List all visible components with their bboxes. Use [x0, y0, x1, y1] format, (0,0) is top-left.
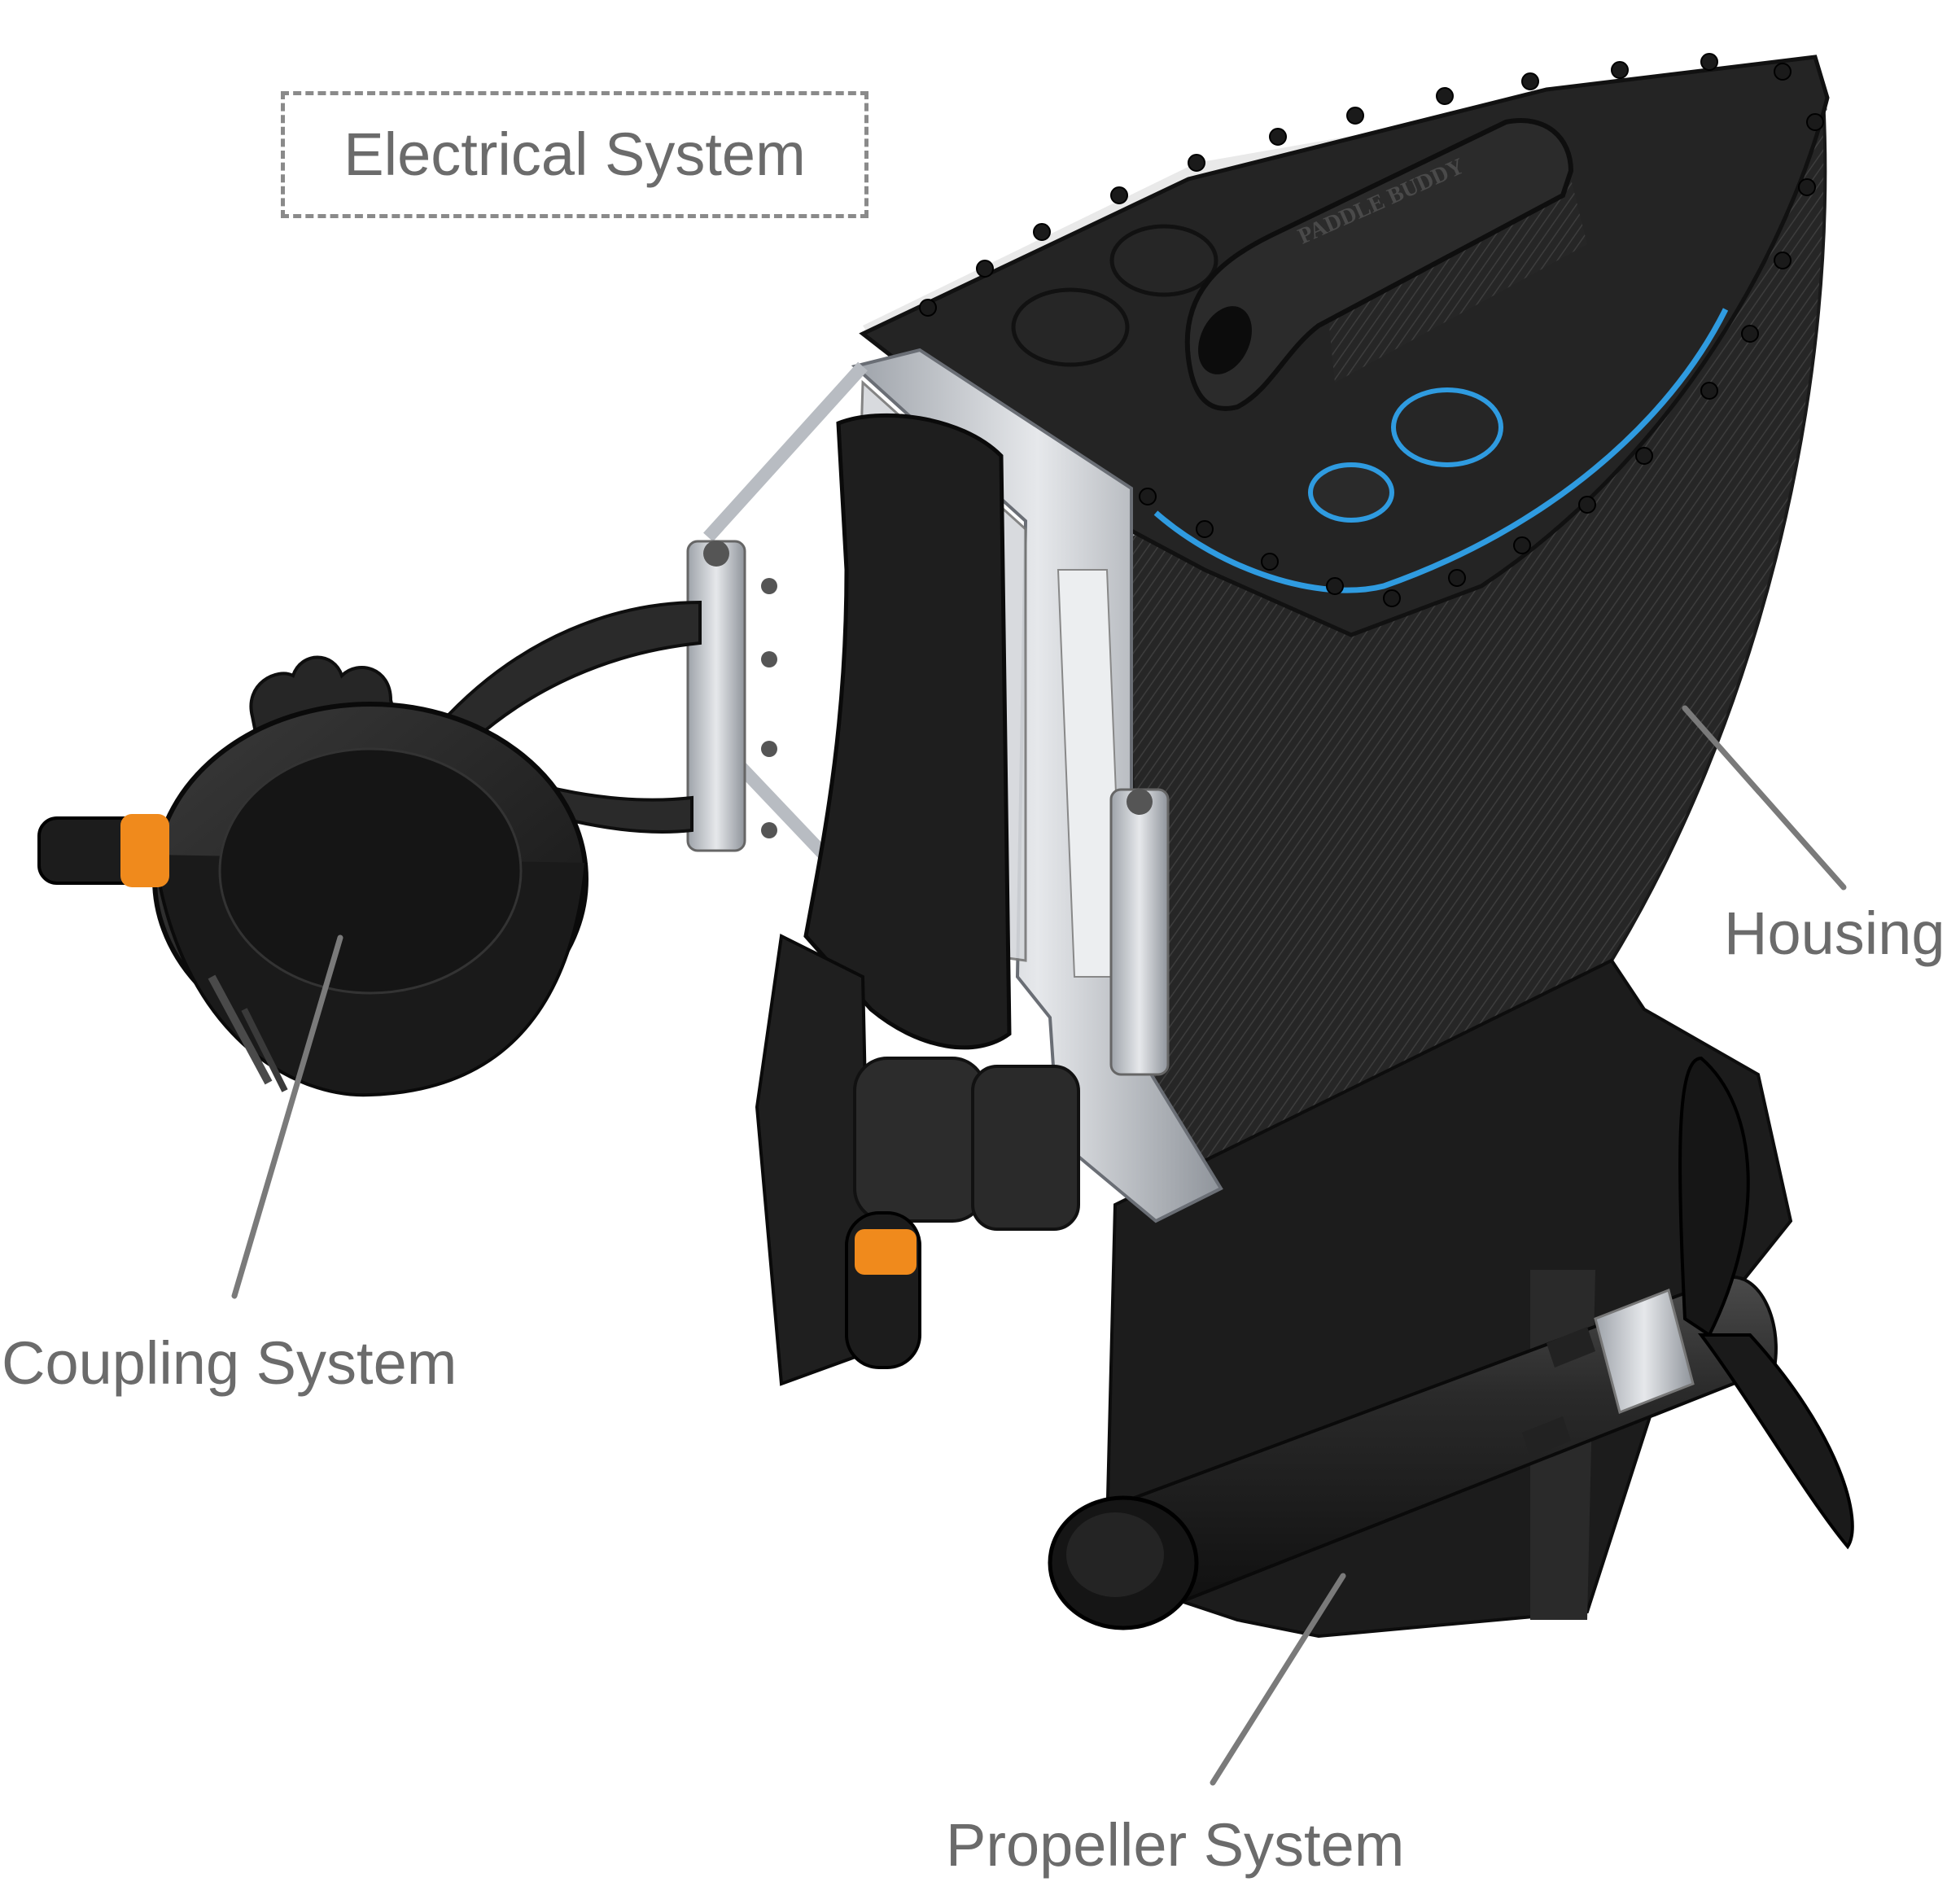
leader-lines: [231, 705, 1847, 1786]
blue-gasket: [1153, 308, 1729, 593]
coupling-leader-line: [231, 934, 343, 1299]
propeller-system: [1048, 1056, 1854, 1630]
lid-port: [1109, 224, 1218, 297]
propeller-blade: [1698, 1333, 1854, 1550]
housing-leader-line: [1682, 705, 1847, 891]
lid-bolts: [919, 53, 1824, 607]
lid-port: [1011, 287, 1130, 367]
lid-port: [1308, 462, 1394, 523]
lid-port: [1391, 387, 1503, 467]
coupling-system: [37, 600, 702, 1097]
propeller-blade: [1678, 1056, 1750, 1337]
electrical-system-label-text: Electrical System: [343, 120, 806, 188]
propeller-system-label: Propeller System: [946, 1811, 1405, 1879]
lower-clamp: [755, 933, 1080, 1386]
electrical-system-label: Electrical System: [281, 91, 868, 218]
orange-release-collar: [120, 814, 169, 887]
propeller-leader-line: [1210, 1573, 1346, 1786]
coupling-system-label: Coupling System: [2, 1329, 457, 1397]
orange-release-collar: [855, 1229, 917, 1275]
housing-label: Housing: [1724, 899, 1945, 967]
transom-pad: [803, 413, 1012, 1050]
